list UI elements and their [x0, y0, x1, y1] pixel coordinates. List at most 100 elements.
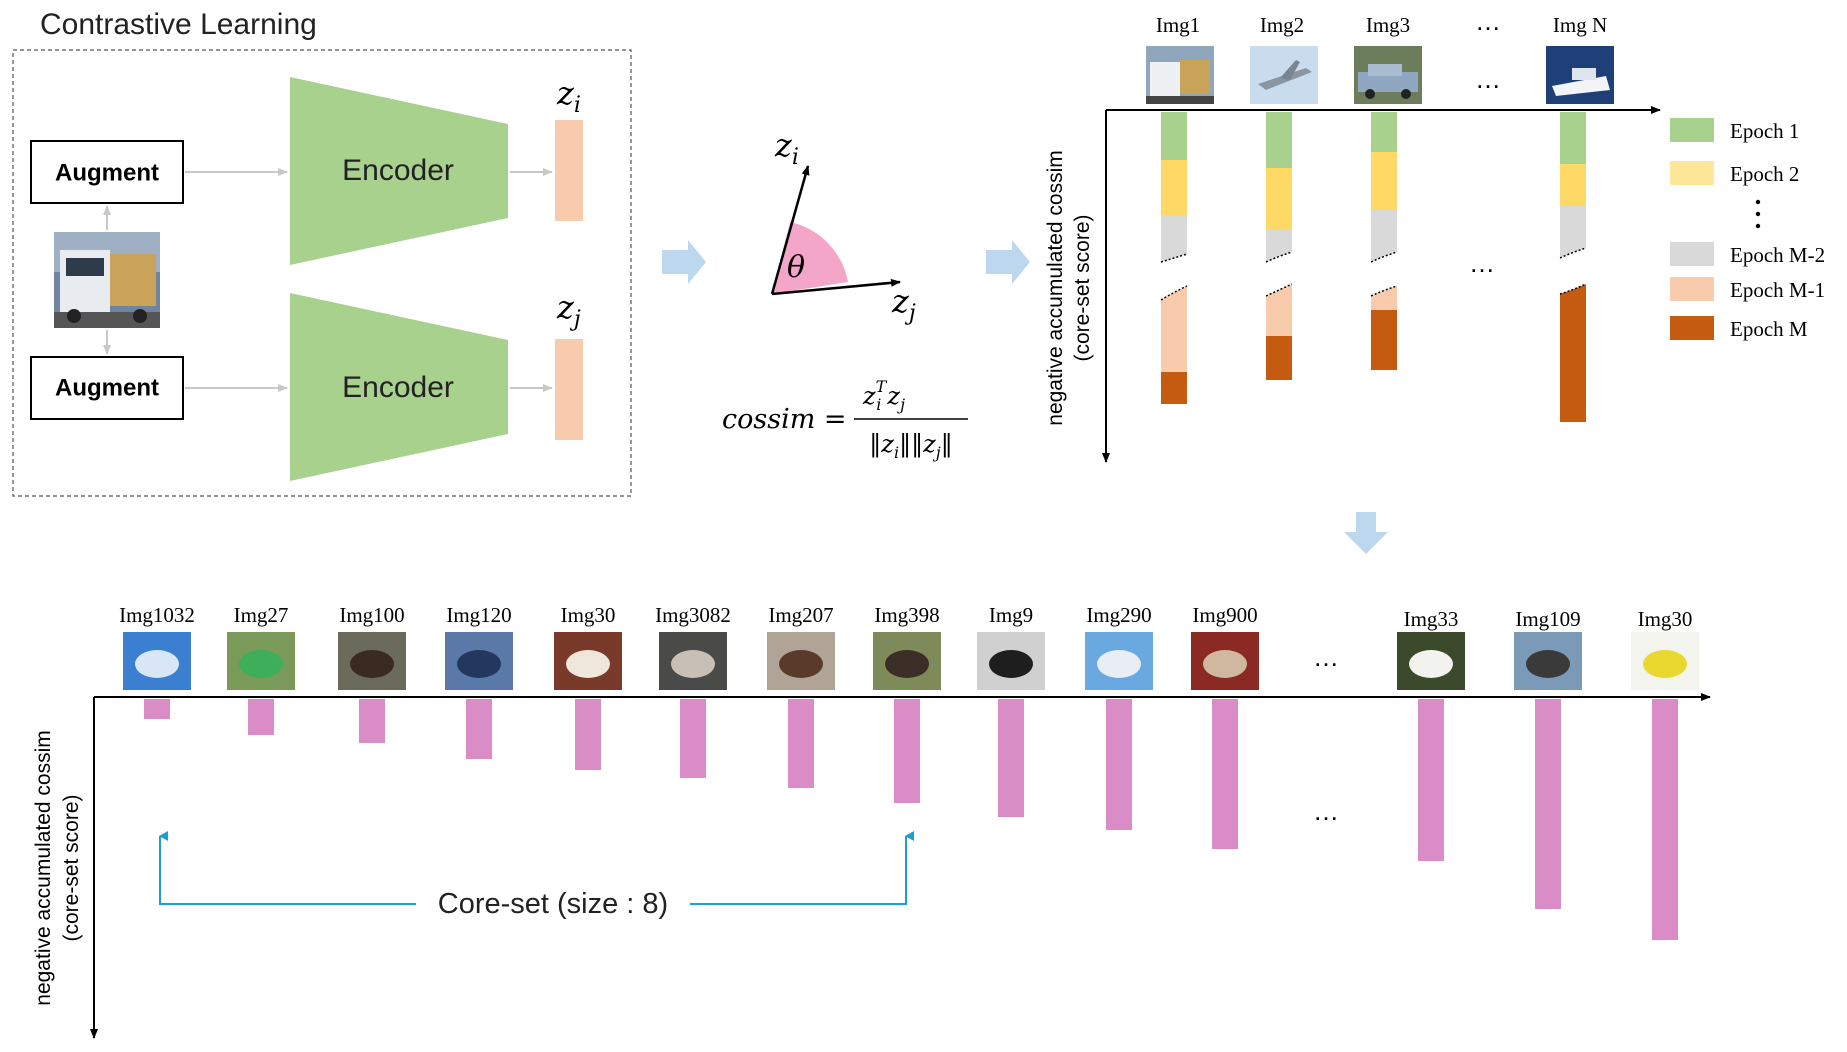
coreset-size-label: Core-set (size : 8): [438, 888, 668, 920]
coreset-ylabel-2: (core-set score): [60, 794, 83, 941]
legend-swatch-epoch-m2: [1670, 242, 1714, 266]
legend-vdot-3: [1755, 223, 1761, 229]
formula-lhs: cossim =: [722, 404, 847, 435]
coreset-category-label: Img27: [234, 603, 289, 627]
coreset-bar: [1652, 699, 1678, 940]
legend-swatch-epoch-2: [1670, 161, 1714, 185]
coreset-thumbnail: [338, 632, 406, 690]
coreset-bar: [359, 699, 385, 743]
coreset-bar: [1106, 699, 1132, 830]
coreset-category-label: Img207: [768, 603, 833, 627]
formula-denominator: ‖zi‖‖zj‖: [869, 430, 952, 462]
coreset-bar-ellipsis: …: [1313, 796, 1339, 826]
coreset-bar: [788, 699, 814, 788]
coreset-thumbnail: [977, 632, 1045, 690]
coreset-bar: [248, 699, 274, 735]
angle-zj-label: zj: [891, 282, 916, 326]
flow-arrow-2: [986, 240, 1030, 284]
augment-box-bottom: [30, 356, 184, 420]
epoch-img-ellipsis: …: [1475, 6, 1501, 36]
legend-label-epoch-m1: Epoch M-1: [1730, 278, 1825, 302]
coreset-category-label: Img30: [561, 603, 616, 627]
legend-vdot-1: [1755, 199, 1761, 205]
coreset-bar: [998, 699, 1024, 817]
coreset-thumbnail: [123, 632, 191, 690]
thumb-imgn: [1546, 46, 1614, 104]
coreset-ylabel-1: negative accumulated cossim: [32, 730, 55, 1005]
coreset-thumbnail: [767, 632, 835, 690]
coreset-bar: [466, 699, 492, 759]
zi-label: zi: [556, 74, 581, 118]
stack-img3: [1370, 112, 1398, 370]
stack-img2: [1265, 112, 1293, 380]
coreset-thumbnail: [445, 632, 513, 690]
contrastive-learning-panel: Contrastive Learning Augment Augment Enc…: [12, 8, 632, 497]
epoch-img-label-1: Img1: [1156, 13, 1200, 37]
flow-arrow-1: [662, 240, 706, 284]
embedding-zj: [555, 339, 583, 440]
coreset-category-label: Img120: [446, 603, 511, 627]
augment-box-top: [30, 140, 184, 204]
coreset-bracket-left: [159, 831, 416, 905]
embedding-zi: [555, 120, 583, 221]
coreset-thumbnails: [123, 632, 1699, 690]
coreset-bar: [1535, 699, 1561, 909]
coreset-bar: [575, 699, 601, 770]
thumb-img1: [1146, 46, 1214, 104]
coreset-chart: negative accumulated cossim (core-set sc…: [32, 603, 1711, 1039]
coreset-thumbnail: [1631, 632, 1699, 690]
input-truck-image: [54, 232, 160, 328]
coreset-category-label: Img9: [989, 603, 1033, 627]
coreset-thumbnail: [1085, 632, 1153, 690]
legend-label-epoch-m: Epoch M: [1730, 317, 1808, 341]
zj-label: zj: [556, 288, 581, 332]
legend-swatch-epoch-m: [1670, 316, 1714, 340]
thumb-img2: [1250, 46, 1318, 104]
coreset-thumbnail: [873, 632, 941, 690]
coreset-label-ellipsis: …: [1313, 642, 1339, 672]
panel-title: Contrastive Learning: [40, 8, 317, 41]
coreset-category-label: Img900: [1192, 603, 1257, 627]
coreset-bar: [1418, 699, 1444, 861]
legend-label-epoch-m2: Epoch M-2: [1730, 243, 1825, 267]
coreset-category-label: Img290: [1086, 603, 1151, 627]
epoch-chart-ylabel-2: (core-set score): [1071, 214, 1094, 361]
coreset-bracket-right: [690, 831, 914, 905]
legend-swatch-epoch-m1: [1670, 277, 1714, 301]
encoder-label-top: Encoder: [342, 154, 454, 187]
encoder-label-bottom: Encoder: [342, 371, 454, 404]
coreset-bar: [1212, 699, 1238, 849]
legend-label-epoch-1: Epoch 1: [1730, 119, 1799, 143]
angle-zi-label: zi: [774, 126, 799, 170]
stack-img1: [1160, 112, 1188, 404]
coreset-thumbnail: [1514, 632, 1582, 690]
theta-label: θ: [787, 250, 805, 285]
coreset-bars: [144, 699, 1678, 940]
encoder-top: [290, 77, 508, 265]
legend-swatch-epoch-1: [1670, 118, 1714, 142]
augment-label-bottom: Augment: [55, 374, 159, 401]
thumb-ellipsis: …: [1475, 64, 1501, 94]
coreset-bar: [144, 699, 170, 719]
coreset-category-label: Img1032: [119, 603, 195, 627]
coreset-thumbnail: [1191, 632, 1259, 690]
coreset-category-label: Img398: [874, 603, 939, 627]
coreset-thumbnail: [659, 632, 727, 690]
encoder-bottom: [290, 293, 508, 481]
vector-zj-arrow: [771, 278, 901, 296]
coreset-thumbnail: [227, 632, 295, 690]
coreset-thumbnail: [1397, 632, 1465, 690]
theta-sector: [772, 222, 848, 294]
legend-vdot-2: [1755, 211, 1761, 217]
stack-imgn: [1559, 112, 1587, 422]
coreset-bar: [680, 699, 706, 778]
coreset-category-label: Img109: [1515, 607, 1580, 631]
epoch-img-label-3: Img3: [1366, 13, 1410, 37]
coreset-bar: [894, 699, 920, 803]
flow-arrow-down: [1344, 512, 1388, 554]
